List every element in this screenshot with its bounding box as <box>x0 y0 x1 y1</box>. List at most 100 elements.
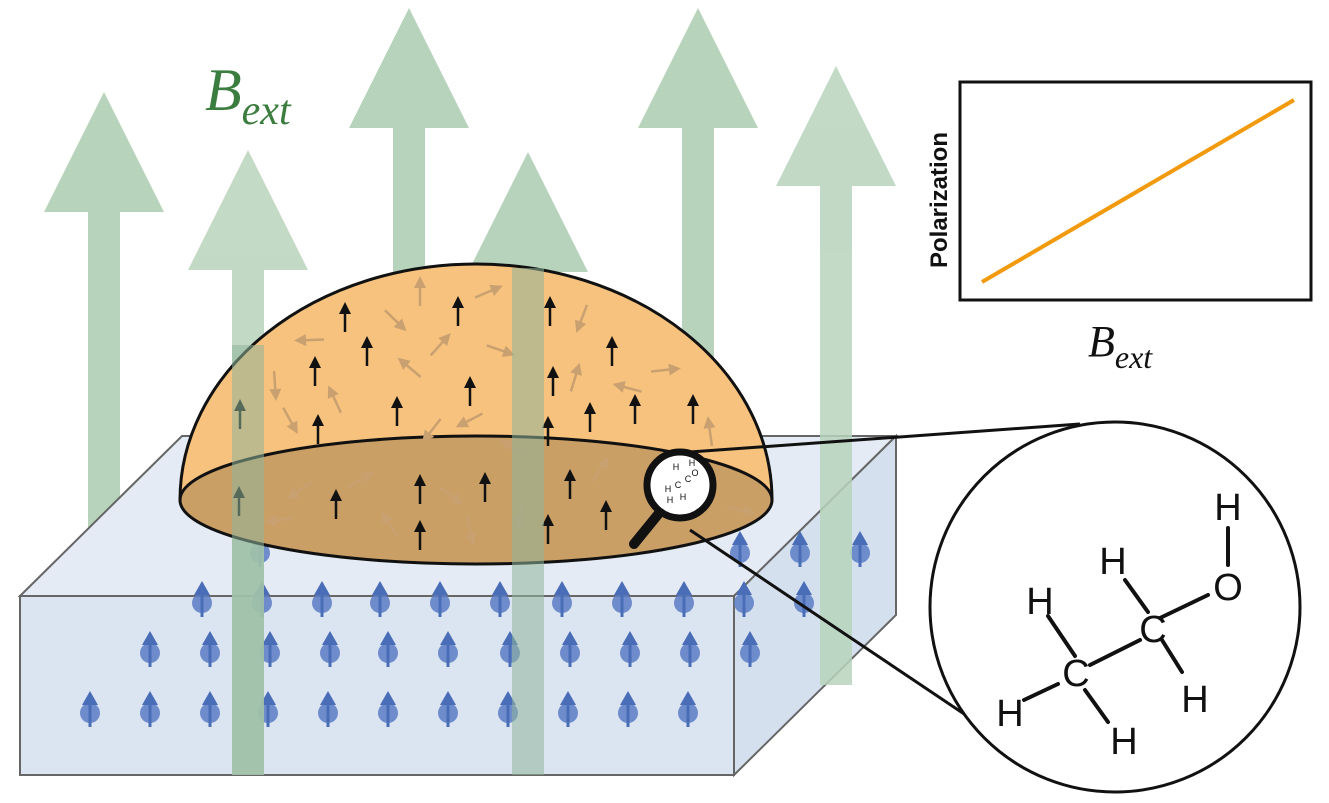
svg-text:O: O <box>691 468 698 478</box>
random-spin-icon <box>286 480 313 500</box>
spin-icon <box>674 581 694 617</box>
spin-icon <box>618 691 638 727</box>
spin-icon <box>680 631 700 667</box>
svg-text:H: H <box>667 495 674 505</box>
random-spin-icon <box>414 276 426 306</box>
random-spin-icon <box>474 284 503 299</box>
random-spin-icon <box>703 416 716 447</box>
aligned-spin-icon <box>687 394 699 424</box>
spin-icon <box>200 631 220 667</box>
spin-icon <box>260 631 280 667</box>
molecule-spins <box>233 276 756 550</box>
molecule-bonds <box>1022 526 1230 724</box>
atom-c1: C <box>1062 653 1089 695</box>
random-spin-icon <box>327 385 343 414</box>
spin-icon <box>140 691 160 727</box>
atom-h7: H <box>1214 487 1241 529</box>
random-spin-icon <box>269 370 282 401</box>
random-spin-icon <box>347 471 374 489</box>
aligned-spin-icon <box>547 366 559 396</box>
random-spin-icon <box>384 309 407 332</box>
atom-h1: H <box>1026 581 1053 623</box>
aligned-spin-icon <box>542 514 554 544</box>
slab-front-face <box>19 595 735 776</box>
random-spin-icon <box>397 357 422 378</box>
aligned-spin-icon <box>464 376 476 406</box>
aligned-spin-icon <box>452 296 464 326</box>
atom-h4: H <box>1099 541 1126 583</box>
spin-icon <box>558 691 578 727</box>
random-spin-icon <box>726 504 756 517</box>
svg-text:C: C <box>685 474 692 484</box>
spin-icon <box>560 631 580 667</box>
svg-text:H: H <box>665 484 672 494</box>
atom-h5: H <box>1181 679 1208 721</box>
spin-icon <box>80 691 100 727</box>
atom-o: O <box>1213 567 1243 609</box>
random-spin-icon <box>282 407 298 434</box>
aligned-spin-icon <box>414 474 426 504</box>
svg-text:H: H <box>673 462 680 472</box>
spin-icon <box>794 581 814 617</box>
zoom-lines <box>689 422 1081 732</box>
spin-icon <box>312 581 332 617</box>
spin-icon <box>140 631 160 667</box>
aligned-spin-icon <box>330 489 342 519</box>
aligned-spin-icon <box>479 472 491 502</box>
spin-icon <box>740 631 760 667</box>
aligned-spin-icon <box>414 520 426 550</box>
aligned-spin-icon <box>542 416 554 446</box>
spin-icon <box>850 531 870 567</box>
random-spin-icon <box>264 514 295 527</box>
aligned-spin-icon <box>564 469 576 499</box>
random-spin-icon <box>486 344 516 357</box>
aligned-spin-icon <box>361 336 373 366</box>
aligned-spin-icon <box>600 500 612 530</box>
aligned-spin-icon <box>584 402 596 432</box>
plot-xlabel: Bext <box>1088 317 1153 375</box>
polarization-plot: Polarization Bext <box>926 80 1313 375</box>
random-spin-icon <box>422 418 442 443</box>
random-spin-icon <box>569 362 582 392</box>
field-arrow <box>776 66 896 685</box>
ethanol-zoom: H H H C C H H H O H <box>928 420 1302 794</box>
aligned-spin-icon <box>629 394 641 424</box>
atom-c2: C <box>1139 609 1166 651</box>
random-spin-icon <box>381 511 399 538</box>
spin-icon <box>370 581 390 617</box>
atom-h3: H <box>1110 721 1137 763</box>
random-spin-icon <box>650 363 681 376</box>
aligned-spin-icon <box>339 302 351 332</box>
spin-icon <box>430 581 450 617</box>
spin-icon <box>192 581 212 617</box>
spin-icon <box>612 581 632 617</box>
aligned-spin-icon <box>312 414 324 444</box>
aligned-spin-icon <box>606 336 618 366</box>
atom-h2: H <box>996 693 1023 735</box>
random-spin-icon <box>455 412 484 428</box>
random-spin-icon <box>612 381 642 393</box>
aligned-spin-icon <box>544 296 556 326</box>
spin-icon <box>790 531 810 567</box>
liquid-droplet <box>178 262 774 566</box>
svg-text:C: C <box>675 480 682 490</box>
polarization-line <box>980 98 1296 284</box>
field-arrows-over-droplet <box>232 268 544 775</box>
spin-icon <box>378 691 398 727</box>
spin-icon <box>620 631 640 667</box>
random-spin-icon <box>464 516 477 546</box>
spin-icon <box>552 581 572 617</box>
spin-icon <box>320 631 340 667</box>
svg-text:H: H <box>680 492 687 502</box>
spin-icon <box>200 691 220 727</box>
spin-icon <box>490 581 510 617</box>
spin-icon <box>438 631 458 667</box>
aligned-spin-icon <box>391 396 403 426</box>
field-label: Bext <box>205 57 292 134</box>
droplet-base <box>178 434 774 566</box>
random-spin-icon <box>429 333 451 357</box>
random-spin-icon <box>294 334 325 347</box>
spin-icon <box>734 581 754 617</box>
